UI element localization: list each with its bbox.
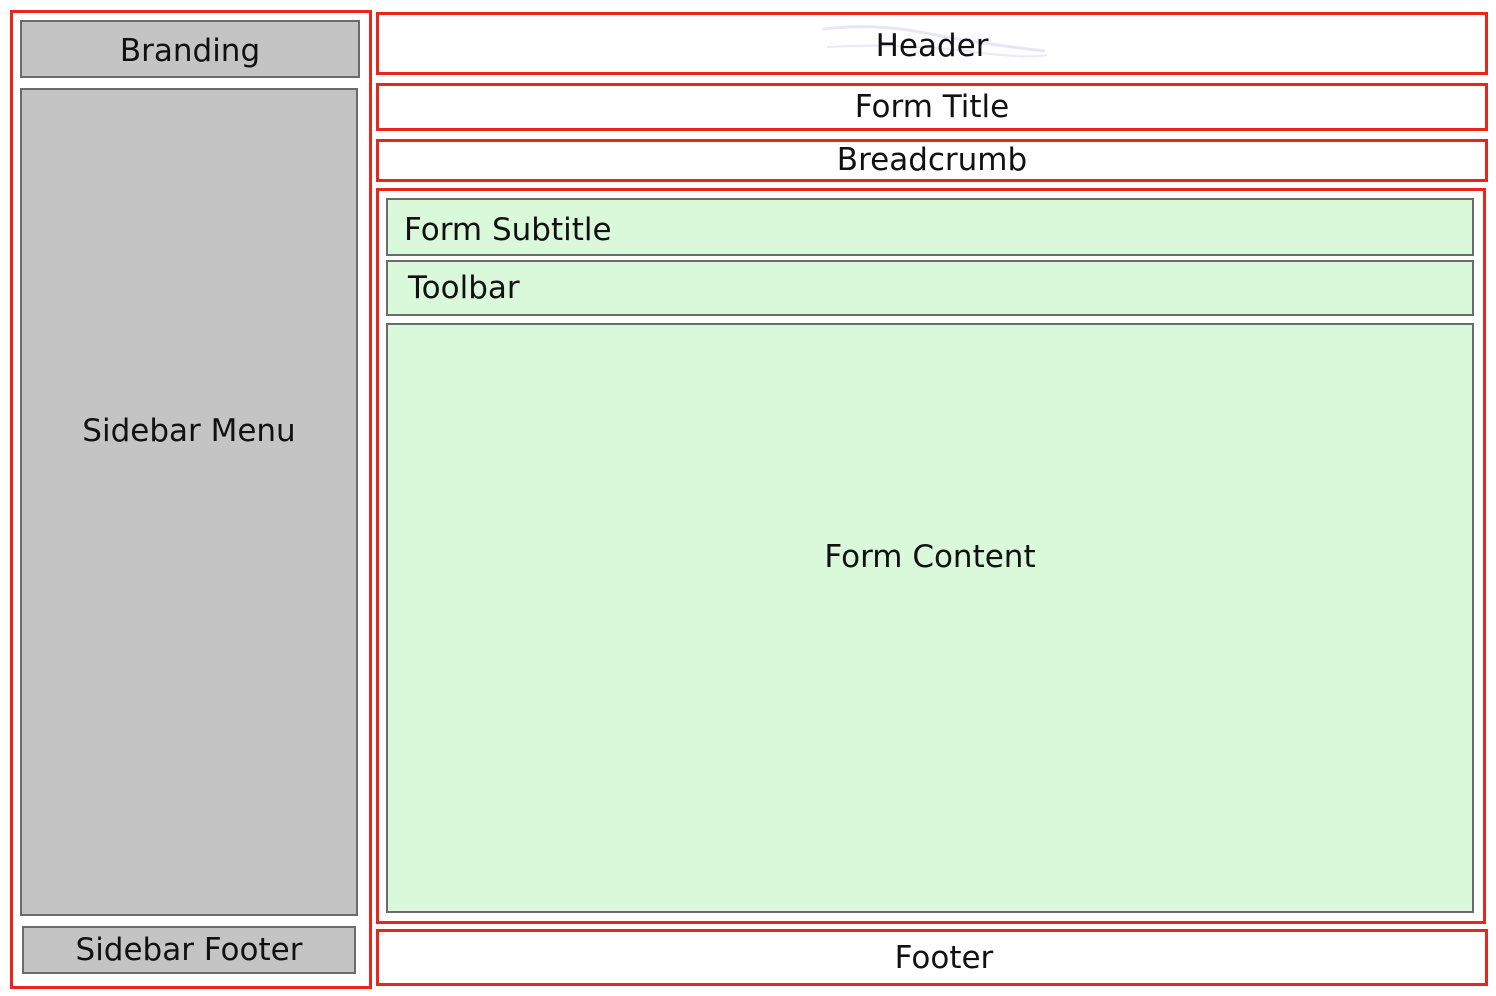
breadcrumb-box: Breadcrumb	[376, 139, 1488, 182]
header-box: Header	[376, 12, 1488, 75]
form-content-box: Form Content	[386, 323, 1474, 913]
sidebar-menu-box: Sidebar Menu	[20, 88, 358, 916]
sidebar-menu-label: Sidebar Menu	[82, 413, 296, 449]
form-content-label: Form Content	[824, 539, 1036, 575]
form-title-label: Form Title	[854, 89, 1010, 125]
header-label: Header	[875, 28, 989, 64]
form-title-box: Form Title	[376, 83, 1488, 131]
sidebar-footer-box: Sidebar Footer	[22, 926, 356, 974]
form-subtitle-label: Form Subtitle	[404, 212, 612, 248]
toolbar-box: Toolbar	[386, 260, 1474, 316]
breadcrumb-label: Breadcrumb	[836, 142, 1028, 178]
form-subtitle-box: Form Subtitle	[386, 198, 1474, 256]
branding-box: Branding	[20, 20, 360, 78]
toolbar-label: Toolbar	[408, 270, 520, 306]
sidebar-footer-label: Sidebar Footer	[75, 932, 303, 968]
footer-label: Footer	[894, 940, 994, 976]
footer-box: Footer	[376, 929, 1488, 986]
branding-label: Branding	[119, 33, 261, 69]
